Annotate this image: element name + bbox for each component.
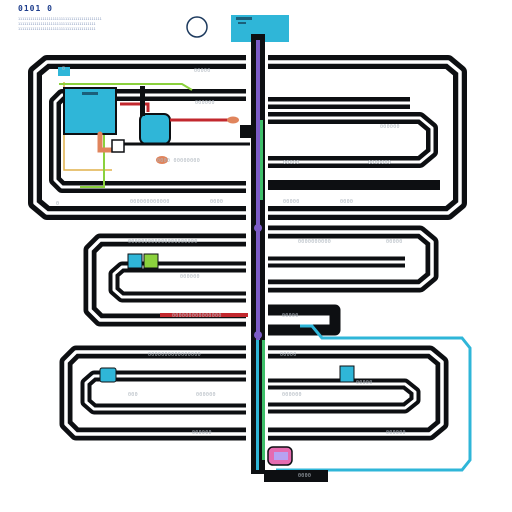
labels: 0 00000 000000 000000 0000 00000000 0000…: [56, 66, 406, 479]
track-label: 0: [62, 66, 65, 72]
track-label: 0000: [210, 199, 223, 205]
icon-chip: [58, 67, 70, 76]
lower-left-track: [59, 345, 246, 441]
node-caption-bar: [238, 22, 246, 24]
track-label: 000000: [380, 124, 400, 130]
end-node-inner: [274, 452, 288, 460]
header: 0101 0 111111111111111111111111111111111…: [18, 4, 102, 31]
track-label: 000000000000000000000: [128, 239, 198, 245]
middle-right-track: [268, 225, 439, 336]
vertical-link: [140, 86, 145, 116]
cyan-wire: [276, 324, 472, 472]
header-line: 11111111111111111111111111111111111111: [18, 27, 96, 31]
node-chip-blue: [99, 367, 117, 383]
header-line: 11111111111111111111111111111111111111: [18, 22, 96, 26]
upper-right-track: [268, 55, 467, 220]
track-label: 00000: [386, 239, 403, 245]
node-caption-bar: [236, 17, 252, 20]
left-component-cluster: [58, 67, 250, 188]
node-chip-blue: [127, 253, 143, 269]
connector-dot: [227, 116, 239, 124]
track-label: 0: [56, 201, 59, 207]
middle-left-track: [83, 233, 246, 327]
node-chip-blue: [339, 365, 355, 383]
track-label: 000000000000: [130, 199, 170, 205]
track-label: 00000: [194, 68, 211, 74]
junction-box: [111, 139, 125, 153]
track-label: 00000: [283, 160, 300, 166]
central-spine: [251, 34, 265, 474]
node-caption-bar: [82, 92, 98, 95]
blue-node-small: [139, 113, 171, 145]
track-label: 000000: [195, 100, 215, 106]
spine-junction: [254, 331, 262, 339]
track-label: 00000: [356, 380, 373, 386]
track-label: 0000000: [368, 160, 391, 166]
track-label: 000: [128, 392, 138, 398]
track-label: 000000: [192, 430, 212, 436]
node-chip-green: [143, 253, 159, 269]
blue-node-large: [63, 87, 117, 135]
track-label: 0000000000000000: [148, 352, 201, 358]
lower-right-track: [268, 345, 449, 441]
track-label: 0000: [340, 199, 353, 205]
track-label: 00000: [282, 313, 299, 319]
track-label: 0000: [298, 473, 311, 479]
start-node-circle: [186, 16, 208, 38]
header-line: 1111111111111111111111111111111111111111…: [18, 17, 102, 21]
track-label: 00000: [283, 199, 300, 205]
header-title: 0101 0: [18, 4, 53, 13]
track-label: 000000: [180, 274, 200, 280]
spine-junction: [254, 224, 262, 232]
exit-track: [264, 470, 328, 482]
track-label: 0000000000: [298, 239, 331, 245]
track-label: 000000: [386, 430, 406, 436]
track-label: 000000: [282, 392, 302, 398]
track-label: 0000 00000000: [157, 158, 200, 164]
track-label: 000000000000000: [172, 313, 222, 319]
connector-dot: [156, 156, 168, 164]
red-signal-line: [160, 313, 248, 317]
track-label: 000000: [196, 392, 216, 398]
track-label: 00000: [280, 352, 297, 358]
